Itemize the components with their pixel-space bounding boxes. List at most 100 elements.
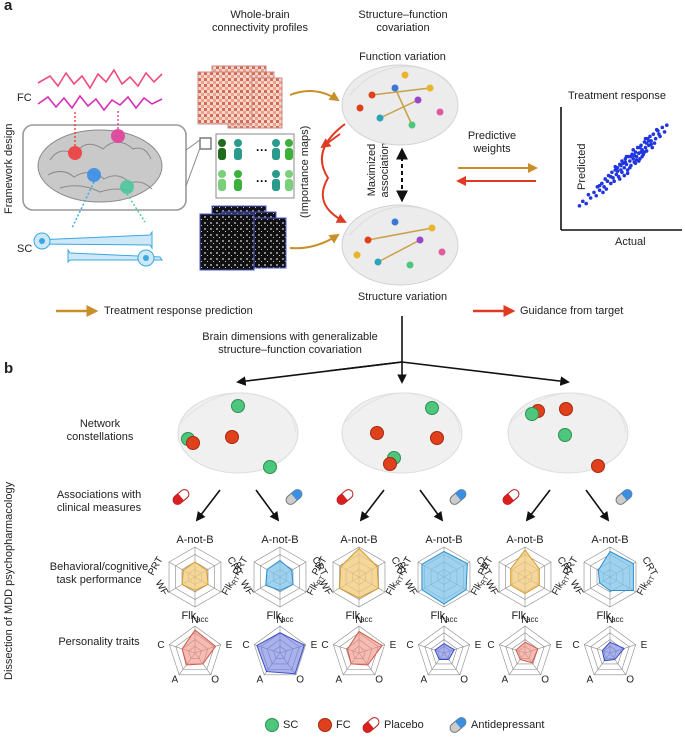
pers-label-e: E (556, 640, 563, 651)
pers-label-a: A (420, 675, 427, 686)
actual-axis-label: Actual (615, 236, 646, 248)
scatter-point (622, 173, 627, 178)
scatter-point (643, 136, 648, 141)
pers-label-c: C (487, 640, 494, 651)
personality-shape (601, 641, 625, 662)
legend-antidepressant: Antidepressant (471, 719, 545, 731)
fc-node (370, 426, 384, 440)
radar-label-bottom-left: WF (153, 579, 170, 598)
pers-label-o: O (626, 675, 634, 686)
scatter-point (665, 123, 669, 127)
scatter-point (633, 161, 638, 166)
sc-node (525, 407, 539, 421)
radar-label-right: CRT (639, 555, 659, 578)
scatter-point (623, 160, 628, 164)
scatter-point (653, 136, 658, 141)
sc-node (558, 428, 572, 442)
fc-node (559, 402, 573, 416)
placebo-pill-icon (336, 489, 354, 505)
radar-label-bottom-right: FlkRT (635, 572, 657, 598)
structure-brain (341, 204, 459, 286)
pers-label-o: O (541, 675, 549, 686)
personality-radar: N E O A C (572, 615, 647, 686)
radar-label-top: A-not-B (506, 534, 543, 546)
sc-node (263, 460, 277, 474)
scatter-point (581, 199, 585, 204)
scatter-point (609, 181, 613, 186)
antidepressant-pill-icon (285, 489, 303, 505)
pers-label-a: A (335, 675, 342, 686)
pers-label-n: N (606, 615, 613, 626)
predictive-weights-label: Predictive weights (467, 130, 517, 155)
scatter-point (638, 145, 642, 150)
scatter-point (647, 139, 651, 143)
scatter-point (652, 141, 657, 145)
pers-label-c: C (572, 640, 579, 651)
scatter-point (660, 125, 665, 130)
task-performance-shape (265, 559, 294, 592)
scatter-point (588, 196, 593, 200)
scatter-point (628, 165, 632, 170)
scatter-point (584, 201, 588, 206)
pers-label-e: E (641, 640, 648, 651)
pers-label-a: A (586, 675, 593, 686)
scatter-point (610, 170, 614, 175)
scatter-point (657, 132, 661, 136)
fc-label: FC (17, 92, 32, 104)
scatter-point (654, 127, 659, 132)
radar-label-left: PRT (146, 555, 165, 578)
network-constellations-label: Network constellations (66, 418, 134, 443)
function-variation-label: Function variation (359, 51, 446, 63)
legend-guidance-text: Guidance from target (520, 305, 624, 317)
scatter-point (592, 190, 596, 195)
scatter-point (649, 142, 653, 147)
pers-label-e: E (311, 640, 318, 651)
antidepressant-pill-icon (615, 489, 633, 505)
scatter-point (631, 157, 635, 161)
pers-label-n: N (440, 615, 447, 626)
scatter-point (651, 132, 656, 136)
panel-b-label: b (4, 360, 14, 377)
pers-label-o: O (460, 675, 468, 686)
scatter-point (640, 154, 644, 159)
scatter-point (620, 159, 624, 163)
pers-label-n: N (521, 615, 528, 626)
pers-label-o: O (375, 675, 383, 686)
pers-label-e: E (390, 640, 397, 651)
pers-label-o: O (296, 675, 304, 686)
task-performance-shape (421, 550, 468, 605)
scatter-point (614, 172, 619, 177)
legend-prediction-text: Treatment response prediction (104, 305, 253, 317)
fc-node (430, 431, 444, 445)
scatter-point (628, 159, 632, 163)
scatter-point (594, 193, 599, 198)
scatter-point (617, 177, 622, 181)
svg-text:···: ··· (256, 143, 268, 157)
scatter-point (622, 165, 627, 170)
radar-label-top: A-not-B (261, 534, 298, 546)
task-performance-shape (510, 549, 540, 595)
scatter-point (639, 150, 643, 154)
scatter-point (601, 190, 605, 195)
scatter-point (603, 177, 607, 181)
behavioral-label: Behavioral/cognitive task performance (49, 561, 149, 586)
legend-sc: SC (283, 719, 299, 731)
pers-label-a: A (171, 675, 178, 686)
scatter-point (662, 130, 667, 134)
scatter-point (613, 164, 618, 169)
radar-label-bottom-left: WF (238, 579, 255, 598)
antidepressant-pill-icon (449, 489, 467, 505)
scatter-point (586, 192, 591, 197)
generalizable-dimensions-text: Brain dimensions with generalizable stru… (202, 331, 378, 356)
legend-fc: FC (336, 719, 351, 731)
scatter-point (615, 169, 620, 173)
scatter-point (619, 163, 623, 168)
radar-label-bottom-left: WF (568, 579, 585, 598)
scatter-point (597, 188, 602, 192)
